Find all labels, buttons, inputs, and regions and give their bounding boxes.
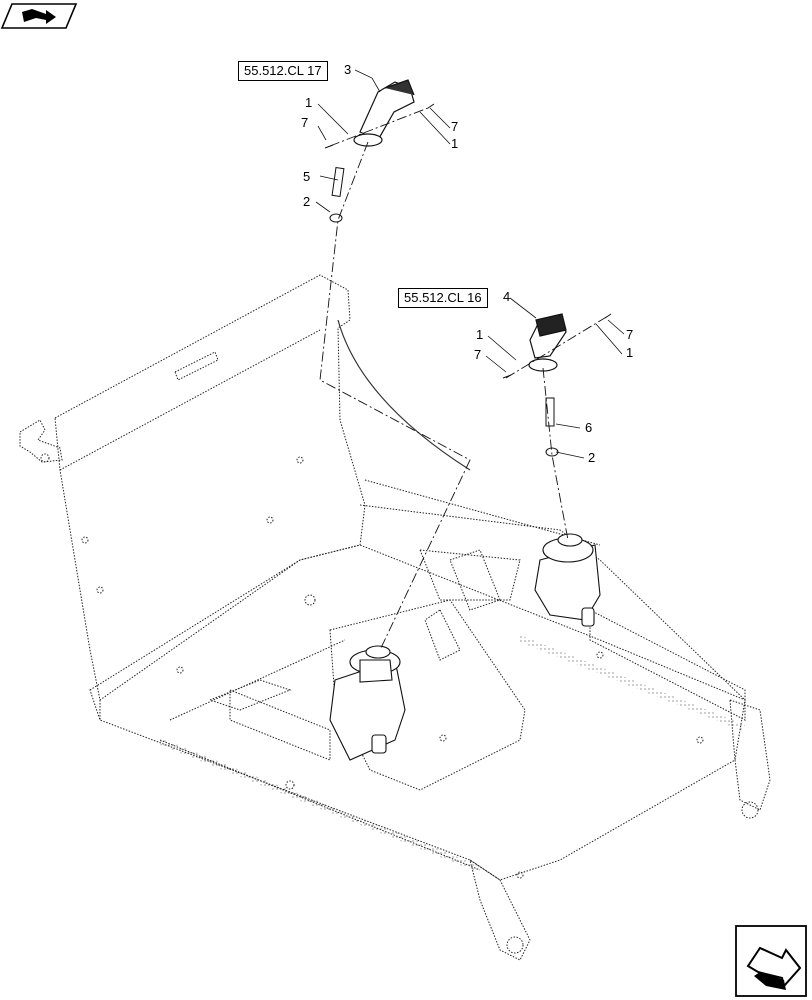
cable-curve — [337, 319, 471, 471]
callout-7-lower-left: 7 — [474, 347, 482, 362]
right-joystick-parts — [502, 313, 612, 457]
leader-lines — [315, 69, 625, 459]
right-pedestal — [534, 533, 601, 627]
left-joystick-handle — [353, 79, 415, 147]
callout-5: 5 — [303, 169, 311, 184]
tread-strip-right — [518, 635, 745, 731]
callout-6: 6 — [585, 420, 593, 435]
callout-7-lower-right: 7 — [626, 327, 634, 342]
callout-4: 4 — [503, 289, 511, 304]
callout-3: 3 — [344, 62, 352, 77]
callout-7-upper-right: 7 — [451, 119, 459, 134]
next-page-arrow-icon[interactable] — [735, 925, 807, 997]
book-arrow-icon[interactable] — [0, 3, 78, 29]
callout-2-lower: 2 — [588, 450, 596, 465]
tread-strip-left — [158, 738, 480, 872]
left-pedestal — [329, 645, 406, 761]
callout-1-lower-left: 1 — [476, 327, 484, 342]
assembly-lines — [319, 107, 609, 651]
right-joystick-handle — [528, 313, 567, 372]
reference-lower[interactable]: 55.512.CL 16 — [398, 288, 488, 308]
left-joystick-parts — [324, 103, 435, 223]
reference-upper[interactable]: 55.512.CL 17 — [238, 61, 328, 81]
callout-1-lower-right: 1 — [626, 345, 634, 360]
callout-2-upper: 2 — [303, 194, 311, 209]
callout-7-upper-left: 7 — [301, 115, 309, 130]
callout-1-upper-right: 1 — [451, 136, 459, 151]
callout-1-upper-left: 1 — [305, 95, 313, 110]
